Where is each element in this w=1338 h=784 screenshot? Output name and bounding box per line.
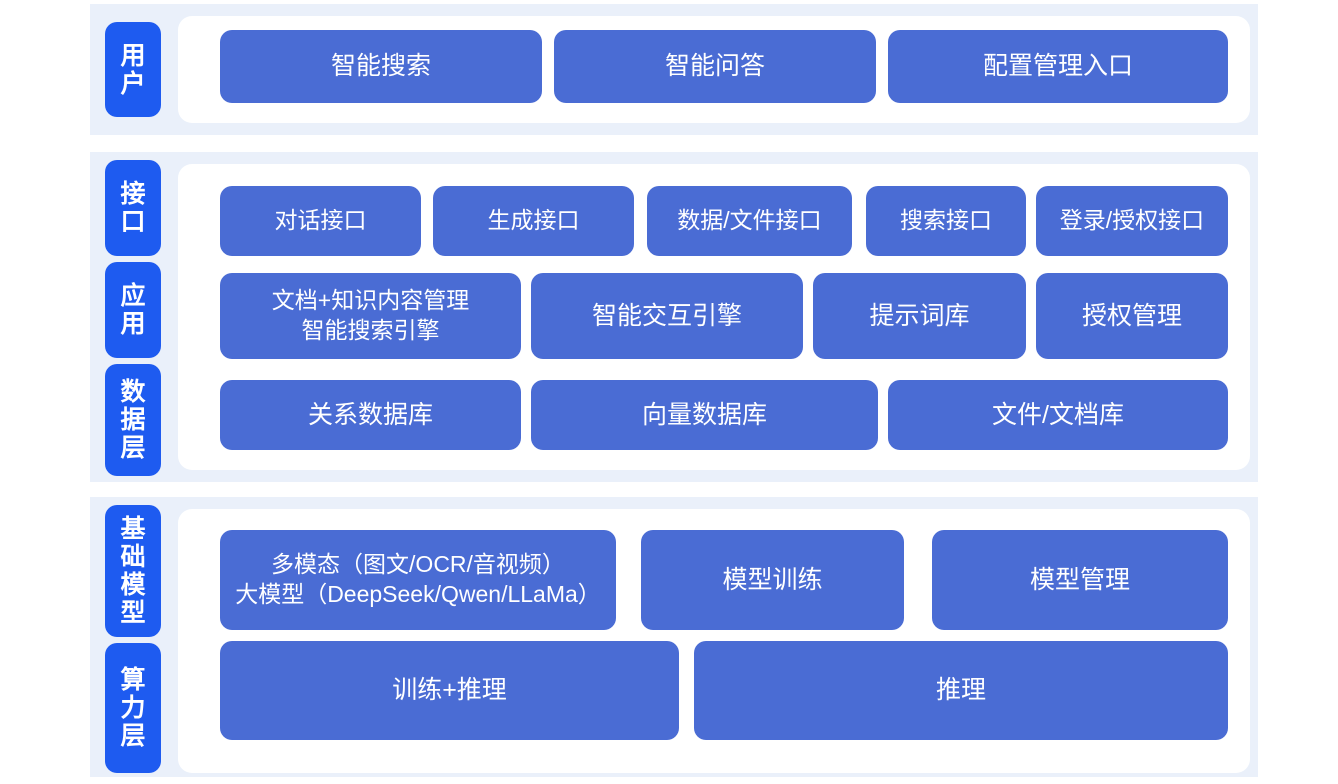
box-label: 生成接口 xyxy=(487,207,580,234)
section-tab-label: 接口 xyxy=(120,180,146,236)
box-label: 授权管理 xyxy=(1081,301,1182,330)
box-label: 智能交互引擎 xyxy=(591,301,742,330)
box-label: 智能问答 xyxy=(664,52,765,81)
section-tab-compute-layer[interactable]: 算力层 xyxy=(105,643,161,773)
section-tab-data-layer[interactable]: 数据层 xyxy=(105,364,161,476)
section-tab-label: 数据层 xyxy=(120,378,146,462)
box-label: 提示词库 xyxy=(869,301,970,330)
box-label: 训练+推理 xyxy=(392,676,507,705)
box-inference[interactable]: 推理 xyxy=(694,641,1228,740)
box-label: 多模态（图文/OCR/音视频） 大模型（DeepSeek/Qwen/LLaMa） xyxy=(235,551,601,607)
section-tab-label: 应用 xyxy=(120,282,146,338)
box-dialog-api[interactable]: 对话接口 xyxy=(220,186,421,256)
box-label: 向量数据库 xyxy=(641,400,767,429)
section-tab-label: 基础模型 xyxy=(120,515,146,627)
box-vector-database[interactable]: 向量数据库 xyxy=(531,380,878,450)
box-prompt-library[interactable]: 提示词库 xyxy=(813,273,1026,359)
box-label: 配置管理入口 xyxy=(982,52,1133,81)
box-smart-qa[interactable]: 智能问答 xyxy=(554,30,876,103)
box-smart-interaction-engine[interactable]: 智能交互引擎 xyxy=(531,273,803,359)
box-model-management[interactable]: 模型管理 xyxy=(932,530,1228,630)
box-multimodal-large-model[interactable]: 多模态（图文/OCR/音视频） 大模型（DeepSeek/Qwen/LLaMa） xyxy=(220,530,616,630)
box-relational-database[interactable]: 关系数据库 xyxy=(220,380,521,450)
box-authorization-management[interactable]: 授权管理 xyxy=(1036,273,1228,359)
box-label: 登录/授权接口 xyxy=(1059,207,1205,234)
section-tab-user[interactable]: 用户 xyxy=(105,22,161,117)
box-label: 推理 xyxy=(935,676,986,705)
box-label: 文件/文档库 xyxy=(992,400,1124,429)
box-training-inference[interactable]: 训练+推理 xyxy=(220,641,679,740)
box-config-management-entry[interactable]: 配置管理入口 xyxy=(888,30,1228,103)
box-file-document-repository[interactable]: 文件/文档库 xyxy=(888,380,1228,450)
section-tab-label: 用户 xyxy=(120,41,146,98)
box-label: 关系数据库 xyxy=(307,400,433,429)
box-model-training[interactable]: 模型训练 xyxy=(641,530,904,630)
box-document-knowledge-management[interactable]: 文档+知识内容管理 智能搜索引擎 xyxy=(220,273,521,359)
box-login-auth-api[interactable]: 登录/授权接口 xyxy=(1036,186,1228,256)
box-label: 对话接口 xyxy=(274,207,367,234)
box-label: 模型管理 xyxy=(1029,565,1130,594)
section-tab-interface[interactable]: 接口 xyxy=(105,160,161,256)
box-label: 模型训练 xyxy=(722,565,823,594)
box-label: 文档+知识内容管理 智能搜索引擎 xyxy=(271,287,470,343)
box-label: 数据/文件接口 xyxy=(677,207,822,234)
section-tab-application[interactable]: 应用 xyxy=(105,262,161,358)
section-tab-label: 算力层 xyxy=(120,666,146,750)
section-tab-base-model[interactable]: 基础模型 xyxy=(105,505,161,637)
box-data-file-api[interactable]: 数据/文件接口 xyxy=(647,186,852,256)
box-smart-search[interactable]: 智能搜索 xyxy=(220,30,542,103)
box-label: 智能搜索 xyxy=(330,52,431,81)
box-generation-api[interactable]: 生成接口 xyxy=(433,186,634,256)
box-search-api[interactable]: 搜索接口 xyxy=(866,186,1026,256)
box-label: 搜索接口 xyxy=(900,207,992,234)
